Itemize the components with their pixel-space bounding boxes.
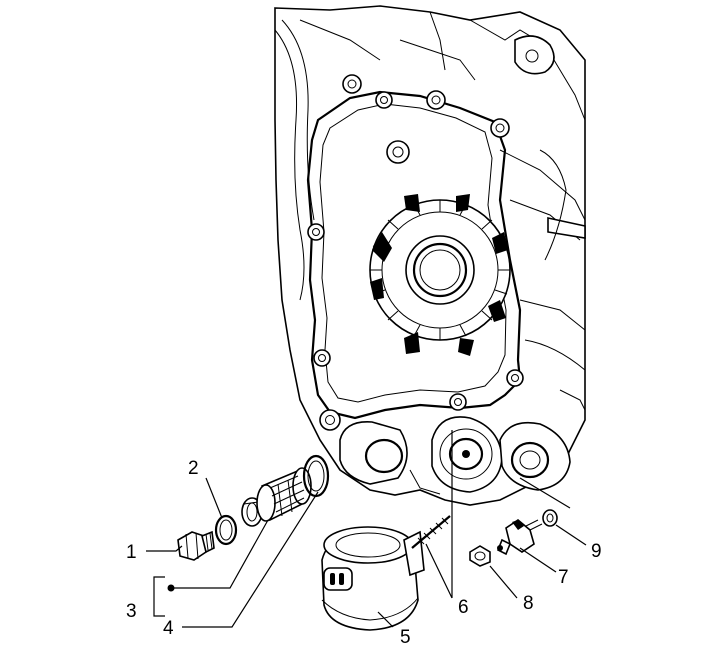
callout-1: 1 [126, 542, 137, 563]
callout-6: 6 [458, 597, 469, 618]
callout-7: 7 [558, 567, 569, 588]
oil-pressure-switch [496, 519, 543, 556]
callout-5: 5 [400, 627, 411, 648]
callout-2: 2 [188, 458, 199, 479]
mesh-oil-filter [256, 467, 312, 522]
callout-numbers: 1 2 3 4 5 6 7 8 9 [126, 458, 602, 648]
nut [469, 545, 491, 567]
o-ring-small [214, 514, 238, 546]
callout-4: 4 [163, 618, 174, 639]
callout-3: 3 [126, 601, 137, 622]
filter-stud [411, 515, 451, 549]
callout-9: 9 [591, 541, 602, 562]
sealing-washer [542, 509, 558, 527]
drain-plug [177, 530, 215, 561]
callout-8: 8 [523, 593, 534, 614]
cartridge-oil-filter [321, 526, 425, 631]
o-ring-large [302, 454, 330, 498]
crankcase [274, 5, 586, 506]
leader-lines [146, 430, 587, 628]
